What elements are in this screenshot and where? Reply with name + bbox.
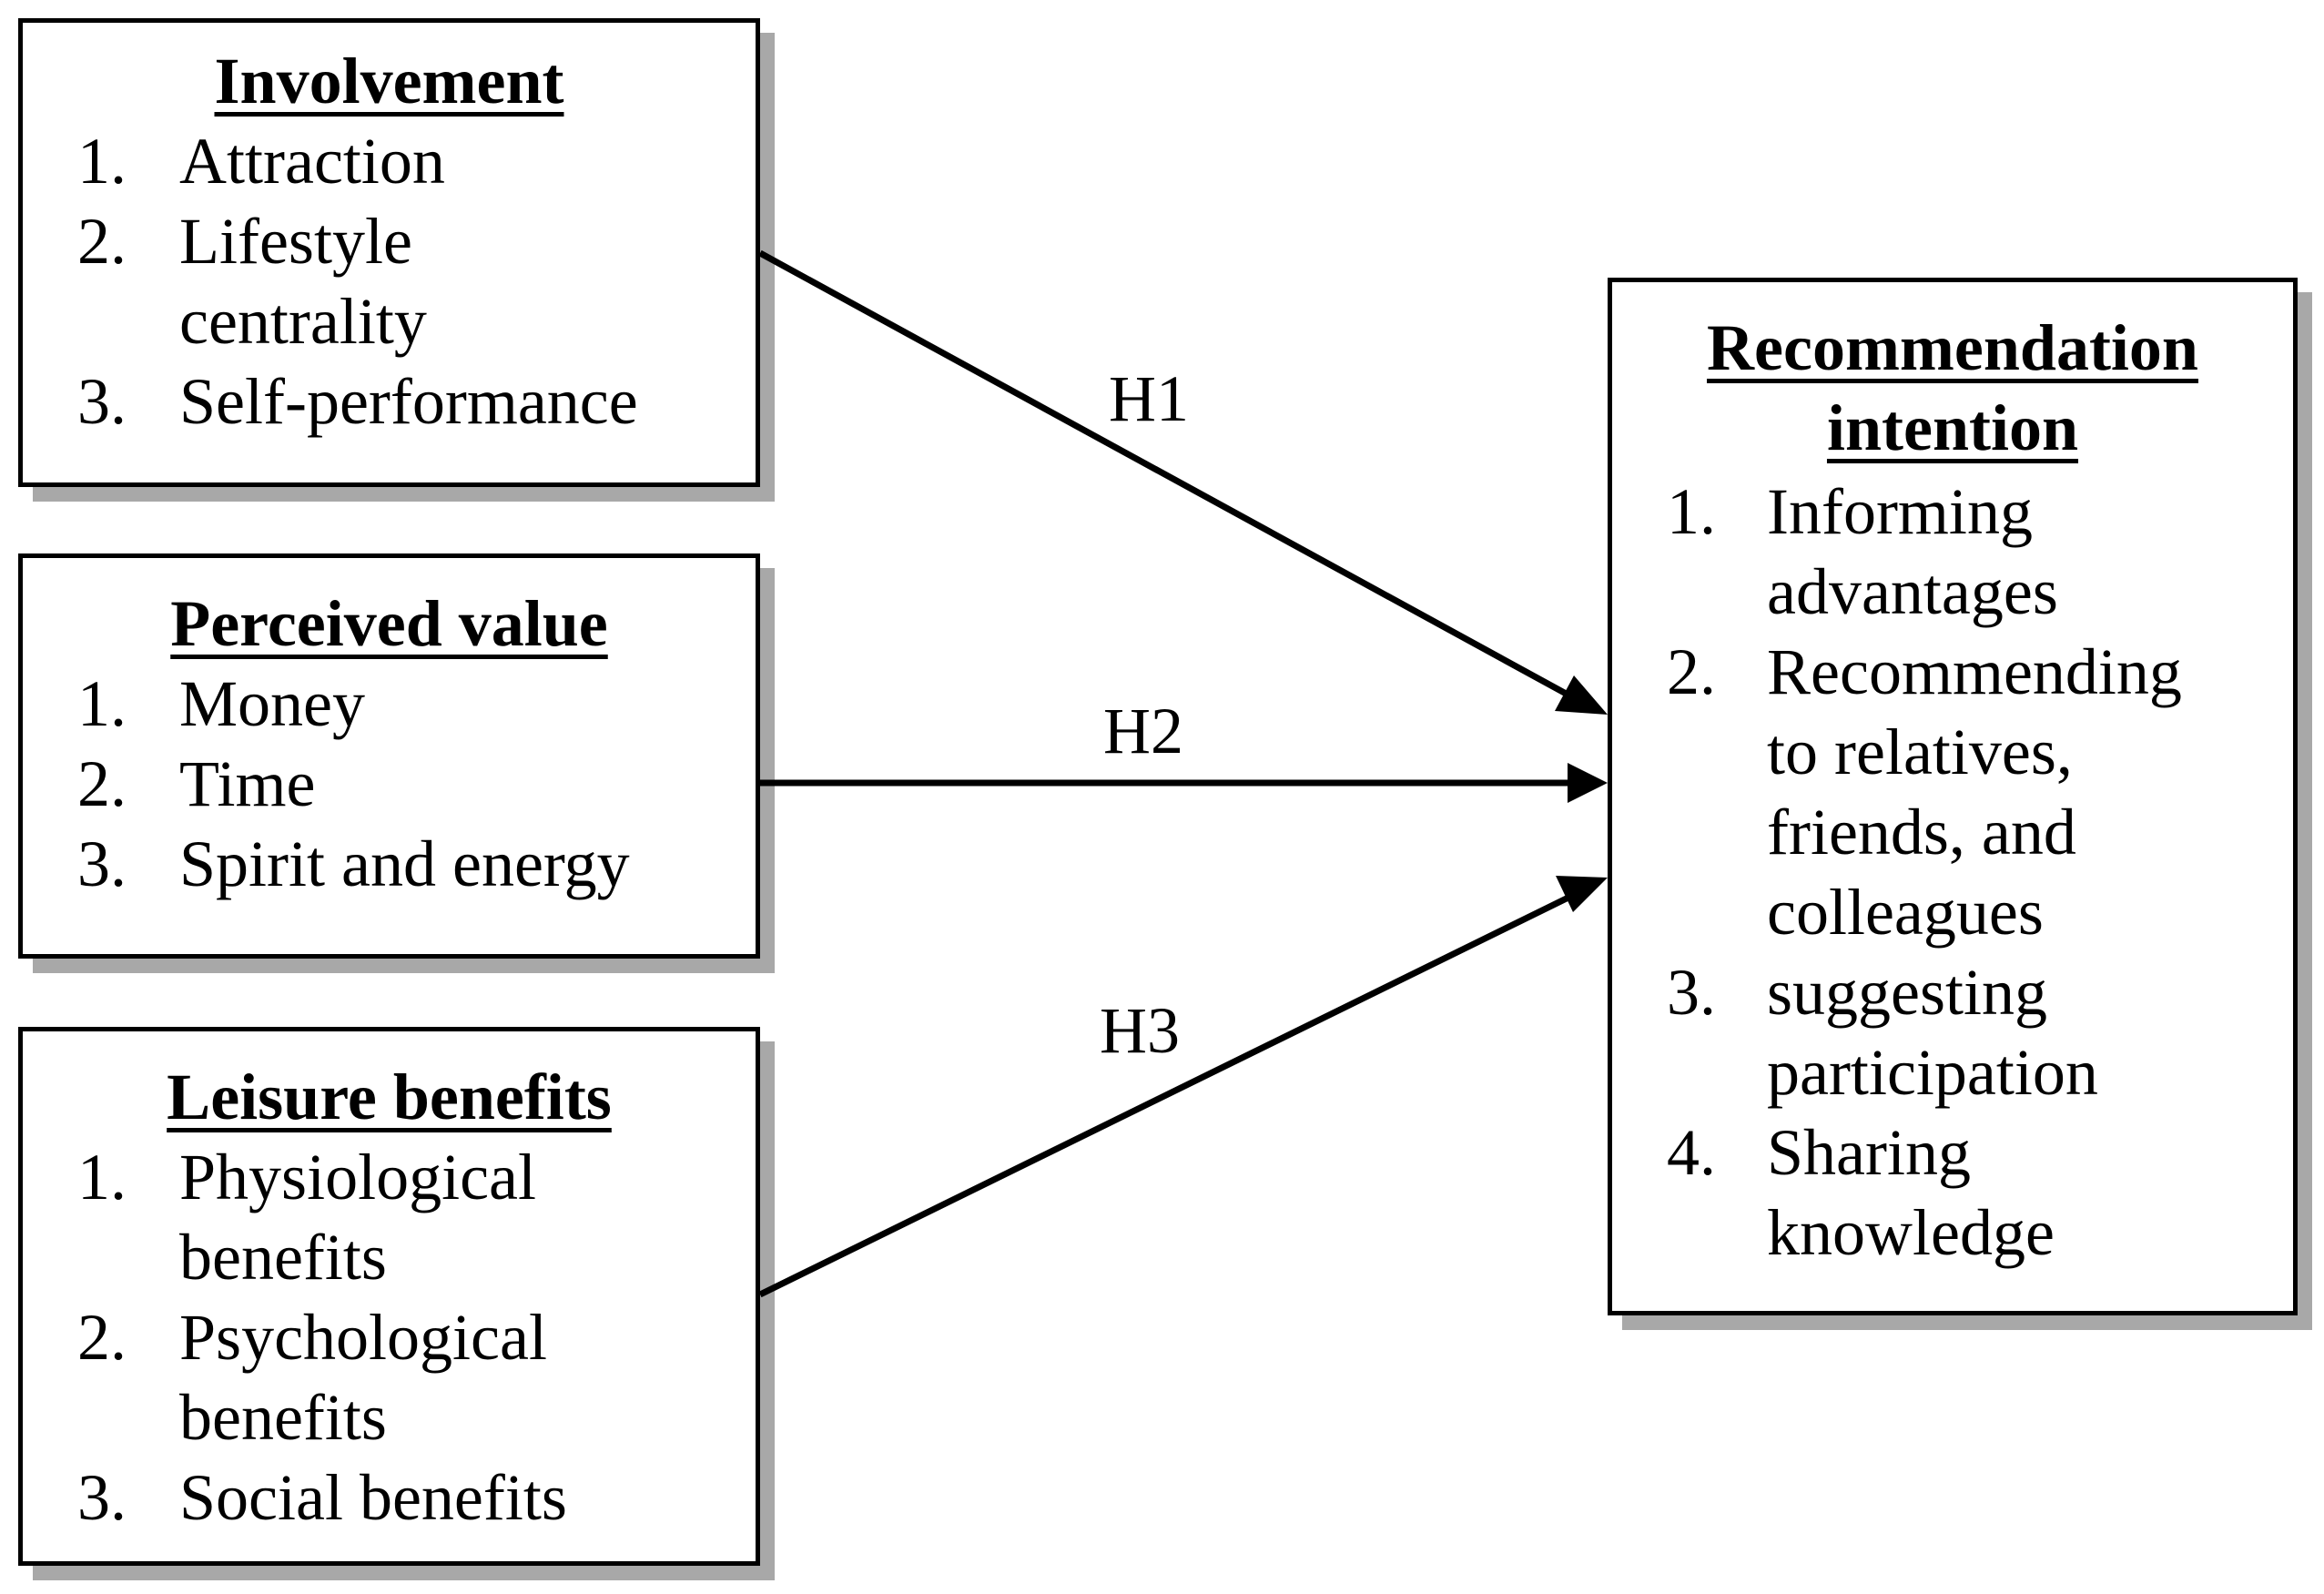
item-text: Money (179, 667, 365, 740)
list-item: 3. suggesting participation (1612, 952, 2293, 1112)
perceived-value-box: Perceived value 1. Money 2. Time 3. Spir… (18, 553, 760, 959)
item-text: Spirit and energy (179, 827, 630, 900)
involvement-title: Involvement (214, 45, 564, 117)
list-item: 3. Social benefits (23, 1457, 756, 1538)
item-text: Self-performance (179, 365, 638, 438)
item-number: 3. (77, 1461, 127, 1534)
list-item: 3. Self-performance (23, 361, 756, 442)
item-number: 2. (77, 747, 127, 820)
item-number: 2. (77, 1301, 127, 1374)
item-number: 1. (77, 1141, 127, 1213)
h2-arrowhead (1568, 763, 1608, 803)
list-item: 2. Recommending to relatives, friends, a… (1612, 632, 2293, 952)
h2-label: H2 (1103, 695, 1183, 767)
list-item: 1. Money (23, 664, 756, 744)
recommendation-intention-box: Recommendation intention 1. Informing ad… (1608, 278, 2298, 1315)
involvement-items: 1. Attraction 2. Lifestyle centrality 3.… (23, 121, 756, 442)
item-number: 3. (1667, 956, 1716, 1029)
item-number: 4. (1667, 1116, 1716, 1189)
h1-arrowhead (1555, 675, 1608, 715)
h3-arrowhead (1556, 876, 1608, 912)
item-text: Recommending to relatives, friends, and … (1767, 635, 2182, 949)
item-text: Lifestyle centrality (179, 205, 427, 358)
list-item: 2. Lifestyle centrality (23, 201, 756, 361)
list-item: 2. Psychological benefits (23, 1297, 756, 1457)
list-item: 1. Physiological benefits (23, 1137, 756, 1297)
item-text: suggesting participation (1767, 956, 2098, 1109)
involvement-box: Involvement 1. Attraction 2. Lifestyle c… (18, 18, 760, 487)
leisure-benefits-title: Leisure benefits (167, 1061, 612, 1133)
item-text: Physiological benefits (179, 1141, 536, 1294)
item-number: 1. (1667, 475, 1716, 548)
item-number: 1. (77, 125, 127, 198)
item-text: Social benefits (179, 1461, 567, 1534)
leisure-benefits-items: 1. Physiological benefits 2. Psychologic… (23, 1137, 756, 1538)
recommendation-intention-items: 1. Informing advantages 2. Recommending … (1612, 472, 2293, 1273)
item-number: 3. (77, 827, 127, 900)
list-item: 3. Spirit and energy (23, 824, 756, 904)
list-item: 4. Sharing knowledge (1612, 1112, 2293, 1273)
leisure-benefits-box: Leisure benefits 1. Physiological benefi… (18, 1027, 760, 1566)
h3-arrow (758, 888, 1581, 1298)
item-text: Sharing knowledge (1767, 1116, 2055, 1269)
perceived-value-title: Perceived value (170, 587, 608, 660)
list-item: 1. Attraction (23, 121, 756, 201)
item-text: Attraction (179, 125, 445, 198)
recommendation-intention-title: Recommendation intention (1707, 311, 2198, 464)
list-item: 2. Time (23, 744, 756, 824)
item-number: 1. (77, 667, 127, 740)
item-text: Psychological benefits (179, 1301, 547, 1454)
list-item: 1. Informing advantages (1612, 472, 2293, 632)
h1-label: H1 (1109, 362, 1189, 435)
item-text: Informing advantages (1767, 475, 2058, 628)
item-number: 2. (1667, 635, 1716, 708)
item-text: Time (179, 747, 316, 820)
item-number: 2. (77, 205, 127, 278)
item-number: 3. (77, 365, 127, 438)
perceived-value-items: 1. Money 2. Time 3. Spirit and energy (23, 664, 756, 904)
h3-label: H3 (1100, 994, 1180, 1067)
h1-arrow (758, 249, 1581, 705)
